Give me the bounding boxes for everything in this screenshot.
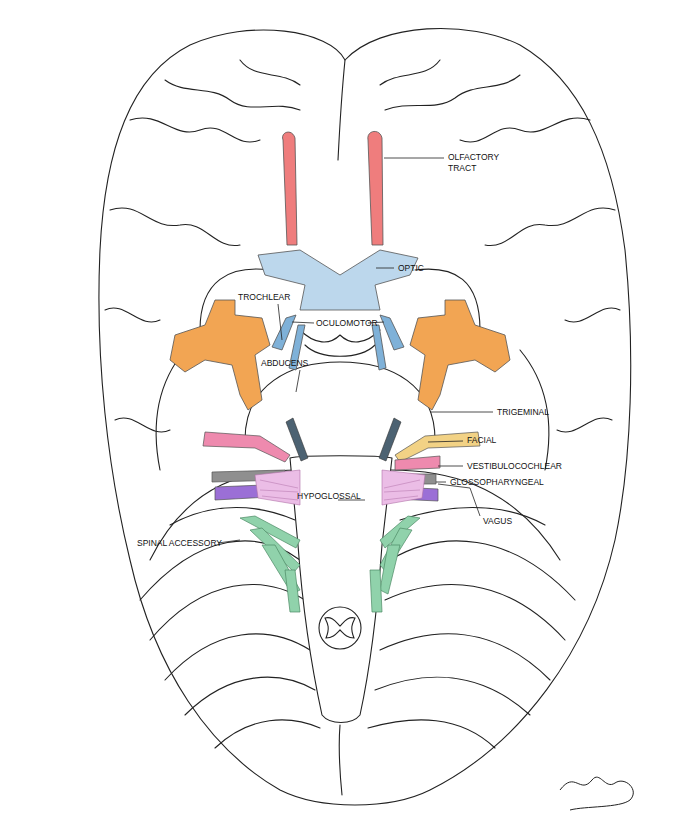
nerve-label: FACIAL [467,435,496,446]
nerve-label: HYPOGLOSSAL [297,491,361,502]
nerve-label: GLOSSOPHARYNGEAL [450,477,544,488]
nerve-label: OPTIC [398,263,424,274]
nerve-label: TROCHLEAR [238,292,290,303]
nerve-label: SPINAL ACCESSORY [137,538,222,549]
nerve-label: OCULOMOTOR [316,318,378,329]
nerve-label: VAGUS [483,516,512,527]
nerve-label: VESTIBULOCOCHLEAR [467,461,562,472]
nerve-label: OLFACTORY TRACT [448,152,510,174]
nerve-label: TRIGEMINAL [497,407,549,418]
nerve-label: ABDUCENS [261,358,308,369]
